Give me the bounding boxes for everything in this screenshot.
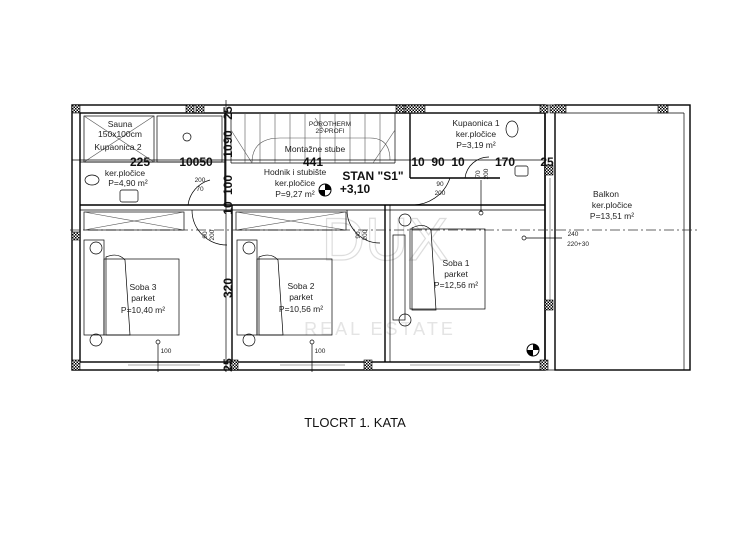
room-floor: ker.pločice — [456, 129, 496, 139]
walls — [71, 104, 691, 371]
room-name: Soba 1 — [443, 258, 470, 268]
dimension-label: 320 — [221, 278, 235, 298]
level-marker-icon — [318, 183, 332, 197]
room-floor: ker.pločice — [275, 178, 315, 188]
door-size: 200 — [195, 177, 206, 184]
staircase: POROTHERM 25 PROFI Montažne stube — [230, 113, 396, 164]
room-area: P=12,56 m² — [434, 280, 478, 290]
room-floor: parket — [289, 292, 313, 302]
apartment-name: STAN "S1" — [342, 169, 403, 183]
room-name: Soba 3 — [130, 282, 157, 292]
door-size: 200 — [483, 168, 490, 179]
room-area: P=10,40 m² — [121, 305, 165, 315]
dimension-label: 90 — [431, 155, 445, 169]
room-kupaonica-2: Kupaonica 2 ker.pločice P=4,90 m² 200 70 — [84, 142, 211, 206]
door-size: 90 — [355, 231, 362, 239]
watermark: DUX REAL ESTATE — [304, 205, 456, 339]
door-size: 90 — [436, 181, 444, 188]
room-soba-3: Soba 3 parket P=10,40 m² 100 90 200 — [83, 209, 228, 372]
room-area: P=10,56 m² — [279, 304, 323, 314]
dimension-label: 170 — [495, 155, 515, 169]
room-soba-2: Soba 2 parket P=10,56 m² 100 90 200 — [235, 209, 381, 372]
apartment-level: +3,10 — [340, 182, 371, 196]
shower-icon — [182, 132, 192, 142]
room-name: Hodnik i stubište — [264, 167, 327, 177]
watermark-sub: REAL ESTATE — [304, 319, 456, 339]
door-size: 200 — [362, 229, 369, 240]
window-size: 100 — [161, 348, 172, 355]
door-size: 90 — [202, 231, 209, 239]
dimension-label: 10 — [221, 201, 235, 215]
room-area: P=4,90 m² — [108, 178, 148, 188]
dimension-label: 441 — [303, 155, 323, 169]
window-size: 220+30 — [567, 241, 589, 248]
plan-title: TLOCRT 1. KATA — [304, 415, 406, 430]
room-floor: ker.pločice — [592, 200, 632, 210]
room-floor: ker.pločice — [105, 168, 145, 178]
door-swing — [187, 179, 211, 206]
dimension-label: 10 — [411, 155, 425, 169]
room-floor: parket — [131, 293, 155, 303]
room-balkon: Balkon ker.pločice P=13,51 m² 240 220+30 — [521, 189, 634, 248]
wardrobe — [235, 211, 347, 231]
room-soba-1: Soba 1 parket P=12,56 m² — [392, 180, 540, 357]
dimension-label: 100 — [221, 175, 235, 195]
dimensions: 225 10050 441 10 90 10 170 25 25 90 10 1… — [72, 100, 554, 372]
door-size: 200 — [435, 190, 446, 197]
toilet-icon — [84, 174, 100, 186]
door-swing — [191, 209, 228, 246]
dimension-label: 25 — [221, 358, 235, 372]
room-hodnik: Hodnik i stubište ker.pločice P=9,27 m² … — [264, 167, 451, 206]
stairs-label: Montažne stube — [285, 144, 346, 154]
room-name: Soba 2 — [288, 281, 315, 291]
bed-icon — [103, 258, 180, 336]
dimension-label: 25 — [221, 106, 235, 120]
stairs-note: 25 PROFI — [316, 128, 345, 135]
level-marker-icon — [526, 343, 540, 357]
sink-icon — [119, 189, 139, 203]
room-name: Balkon — [593, 189, 619, 199]
door-size: 70 — [196, 186, 204, 193]
sink-icon — [514, 165, 529, 177]
room-sauna: Sauna 150x100cm — [83, 115, 223, 163]
window-size: 240 — [568, 231, 579, 238]
room-area: P=3,19 m² — [456, 140, 496, 150]
room-area: P=9,27 m² — [275, 189, 315, 199]
door-size: 70 — [475, 170, 482, 178]
dimension-label: 10 — [221, 144, 235, 158]
room-floor: parket — [444, 269, 468, 279]
room-name: Kupaonica 1 — [452, 118, 500, 128]
room-name: Kupaonica 2 — [94, 142, 142, 152]
dimension-label: 10050 — [179, 155, 213, 169]
bed-icon — [256, 258, 333, 336]
wardrobe — [83, 211, 185, 231]
dimension-label: 225 — [130, 155, 150, 169]
dimension-label: 90 — [221, 130, 235, 144]
room-area: P=13,51 m² — [590, 211, 634, 221]
room-size: 150x100cm — [98, 129, 142, 139]
door-size: 200 — [209, 229, 216, 240]
bed-icon — [409, 228, 486, 310]
door-swing — [464, 156, 490, 179]
room-name: Sauna — [108, 119, 133, 129]
toilet-icon — [505, 120, 519, 138]
stairs-note: POROTHERM — [309, 121, 351, 128]
room-kupaonica-1: Kupaonica 1 ker.pločice P=3,19 m² 70 200 — [452, 118, 529, 179]
door-swing — [346, 209, 381, 244]
door-swing — [409, 177, 451, 206]
window-size: 100 — [315, 348, 326, 355]
dimension-label: 25 — [540, 155, 554, 169]
dimension-label: 10 — [451, 155, 465, 169]
